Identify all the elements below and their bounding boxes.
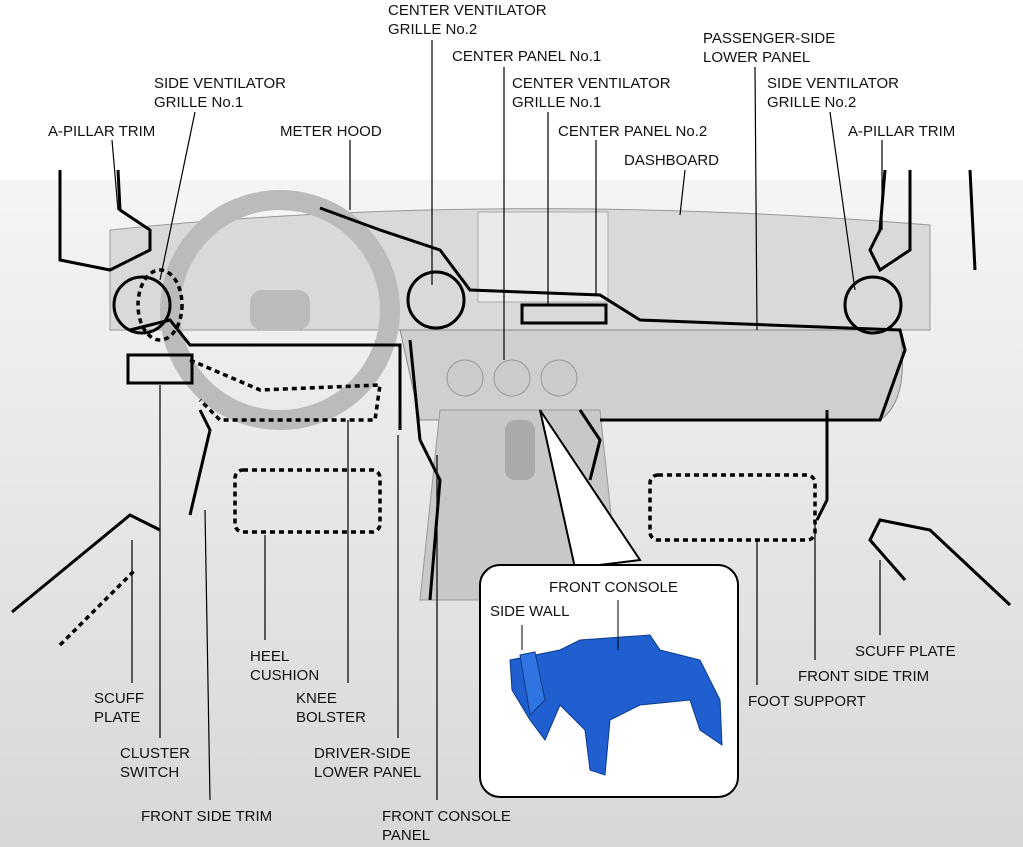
label-center-panel-1: CENTER PANEL No.1 — [452, 48, 602, 65]
front-console-part — [509, 634, 723, 776]
label-center-panel-2: CENTER PANEL No.2 — [558, 123, 708, 140]
label-side-wall: SIDE WALL — [490, 603, 570, 620]
label-front-side-trim-right: FRONT SIDE TRIM — [798, 668, 930, 685]
label-meter-hood: METER HOOD — [280, 123, 382, 140]
label-a-pillar-trim-left: A-PILLAR TRIM — [48, 123, 156, 140]
label-scuff-plate-right: SCUFF PLATE — [855, 643, 956, 660]
label-front-console: FRONT CONSOLE — [549, 579, 678, 596]
label-a-pillar-trim-right: A-PILLAR TRIM — [848, 123, 956, 140]
label-foot-support: FOOT SUPPORT — [748, 693, 866, 710]
label-dashboard: DASHBOARD — [624, 152, 720, 169]
leader-lines — [111, 40, 883, 801]
label-front-side-trim-left: FRONT SIDE TRIM — [141, 808, 273, 825]
